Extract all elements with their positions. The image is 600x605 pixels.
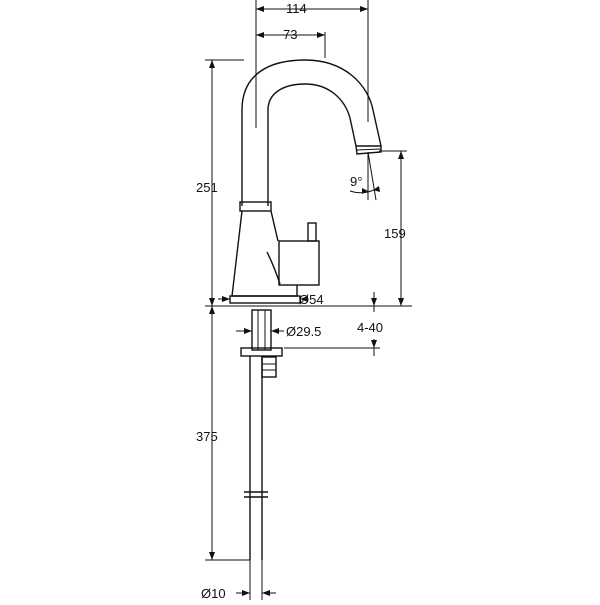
- faucet-body: [229, 201, 320, 304]
- dimension-hose-diameter-label: Ø10: [201, 586, 226, 600]
- dimension-375-label: 375: [196, 429, 218, 444]
- dimension-shank-diameter: Ø29.5: [236, 324, 321, 339]
- dimension-73: 73: [256, 27, 325, 42]
- dimension-114-label: 114: [286, 1, 307, 16]
- dimension-159: 159: [379, 150, 407, 306]
- dimension-251: 251: [196, 59, 244, 306]
- dimension-angle-label: 9°: [350, 174, 362, 189]
- dimension-375: 375: [196, 306, 250, 561]
- faucet-spout: [241, 59, 382, 206]
- dimension-deck-thickness-label: 4-40: [357, 320, 383, 335]
- top-extension-lines: [255, 0, 369, 128]
- dimension-251-label: 251: [196, 180, 218, 195]
- dimension-angle: 9°: [349, 151, 380, 201]
- supply-hose: [244, 356, 268, 560]
- dimension-shank-diameter-label: Ø29.5: [286, 324, 321, 339]
- dimension-deck-thickness: 4-40: [284, 292, 383, 356]
- dimension-114: 114: [256, 1, 368, 16]
- dimension-hose-diameter: Ø10: [201, 560, 276, 601]
- dimension-base-diameter-label: Ø54: [299, 292, 324, 307]
- dimension-base-diameter: Ø54: [218, 292, 324, 307]
- dimension-159-label: 159: [384, 226, 406, 241]
- dimension-73-label: 73: [283, 27, 297, 42]
